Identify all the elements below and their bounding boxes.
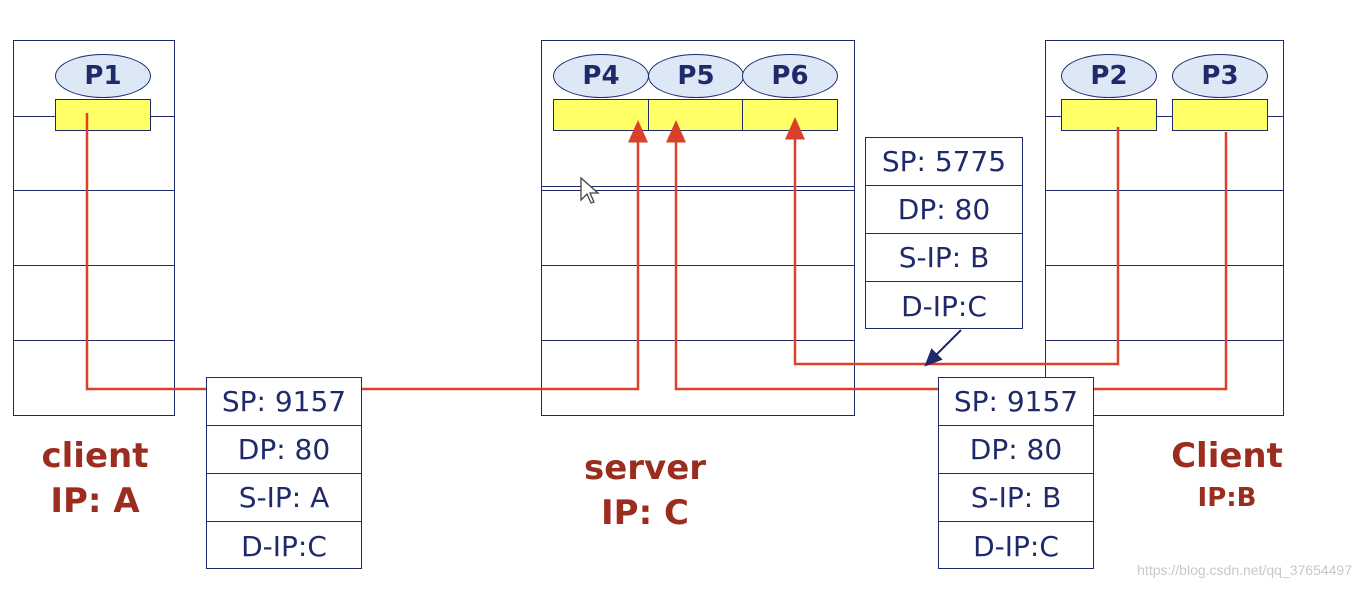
layer-divider	[1046, 190, 1283, 191]
source-ip-field: S-IP: B	[939, 474, 1093, 522]
client-b-label: Client IP:B	[1152, 434, 1302, 518]
socket-p1	[55, 99, 151, 131]
process-label: P3	[1201, 61, 1239, 91]
layer-divider	[1046, 116, 1283, 117]
host-role-text: server	[583, 448, 707, 488]
host-ip-text: IP:B	[1197, 483, 1257, 513]
mouse-cursor-icon	[580, 176, 600, 204]
socket-p4	[553, 99, 649, 131]
server-label: server IP: C	[570, 446, 720, 536]
segment-pointer-arrow	[924, 329, 962, 367]
source-ip-field: S-IP: A	[207, 474, 361, 522]
layer-divider	[14, 190, 174, 191]
process-p5: P5	[648, 54, 744, 98]
socket-p2	[1061, 99, 1157, 131]
client-b-host	[1045, 40, 1284, 416]
watermark-text: https://blog.csdn.net/qq_37654497	[1137, 562, 1352, 578]
process-p4: P4	[553, 54, 649, 98]
layer-divider	[14, 265, 174, 266]
host-role-text: client	[41, 436, 149, 476]
segment-header-b-to-c-5775: SP: 5775 DP: 80 S-IP: B D-IP:C	[865, 137, 1023, 329]
client-a-label: client IP: A	[20, 434, 170, 524]
dest-port-field: DP: 80	[939, 426, 1093, 474]
source-port-field: SP: 9157	[939, 378, 1093, 426]
layer-divider	[1046, 265, 1283, 266]
host-role-text: Client	[1171, 436, 1283, 476]
layer-divider	[1046, 340, 1283, 341]
dest-ip-field: D-IP:C	[901, 289, 987, 323]
layer-divider	[14, 340, 174, 341]
layer-divider	[542, 340, 854, 341]
socket-p3	[1172, 99, 1268, 131]
source-port-field: SP: 5775	[866, 138, 1022, 186]
dest-ip-field: D-IP:C	[241, 529, 327, 563]
process-label: P1	[84, 61, 122, 91]
process-p2: P2	[1061, 54, 1157, 98]
source-port-field: SP: 9157	[207, 378, 361, 426]
process-label: P6	[771, 61, 809, 91]
dest-port-field: DP: 80	[866, 186, 1022, 234]
process-label: P2	[1090, 61, 1128, 91]
socket-p5	[648, 99, 744, 131]
process-p6: P6	[742, 54, 838, 98]
segment-header-b-to-c-9157: SP: 9157 DP: 80 S-IP: B D-IP:C	[938, 377, 1094, 569]
dest-port-field: DP: 80	[207, 426, 361, 474]
process-p1: P1	[55, 54, 151, 98]
host-ip-text: IP: C	[601, 493, 689, 533]
layer-divider	[542, 265, 854, 266]
process-p3: P3	[1172, 54, 1268, 98]
host-ip-text: IP: A	[50, 481, 140, 521]
process-label: P5	[677, 61, 715, 91]
process-label: P4	[582, 61, 620, 91]
segment-header-a-to-c: SP: 9157 DP: 80 S-IP: A D-IP:C	[206, 377, 362, 569]
dest-ip-field: D-IP:C	[973, 529, 1059, 563]
source-ip-field: S-IP: B	[866, 234, 1022, 282]
socket-p6	[742, 99, 838, 131]
